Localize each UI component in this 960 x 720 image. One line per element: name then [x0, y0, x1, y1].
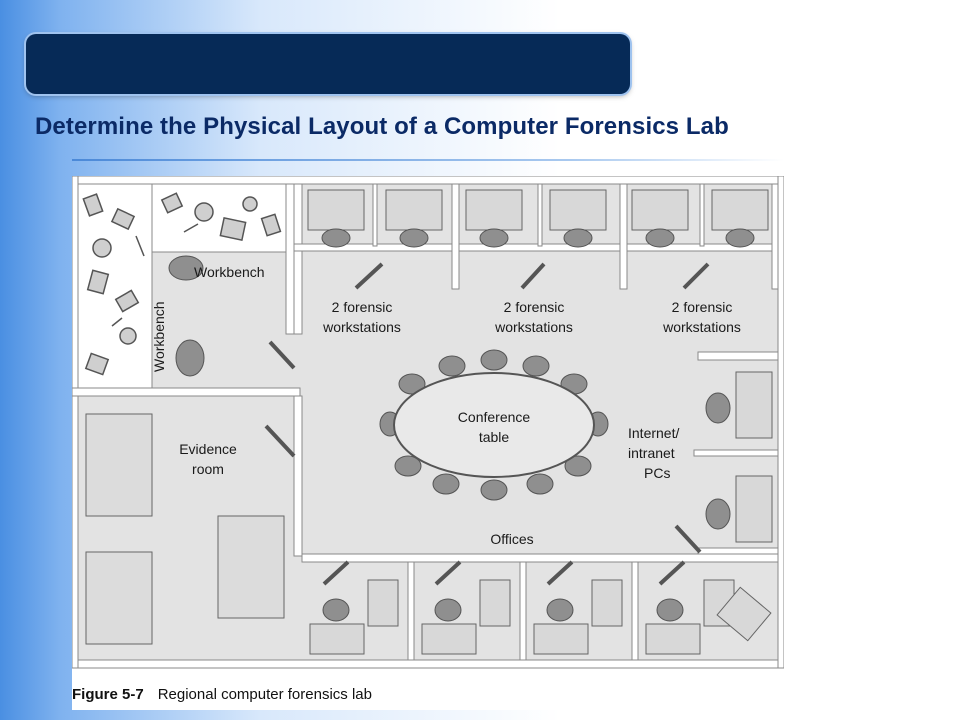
internet-pcs-label: intranet: [628, 445, 675, 461]
internet-pc-desk: [735, 475, 773, 543]
evidence-room: Evidence room: [85, 395, 303, 645]
forensic-workstations-3-label: workstations: [662, 319, 741, 335]
outer-walls: [72, 176, 784, 669]
forensic-workstations-1-label: 2 forensic: [332, 299, 393, 315]
conference-table-label: table: [479, 429, 510, 445]
floor-plan-diagram: Workbench Workbench: [72, 176, 784, 669]
figure-caption: Figure 5-7 Regional computer forensics la…: [72, 686, 372, 703]
workbench-chair: [168, 255, 204, 281]
evidence-cabinet: [217, 515, 285, 619]
slide-heading: Determine the Physical Layout of a Compu…: [35, 113, 729, 140]
title-bar: [26, 34, 630, 94]
forensic-workstations-2-label: 2 forensic: [504, 299, 565, 315]
internet-pcs-area: Internet/ intranet PCs: [628, 351, 779, 557]
internet-pc-desk: [735, 371, 773, 439]
offices-area: Offices: [301, 531, 779, 661]
workbench-top-label: Workbench: [194, 264, 265, 280]
forensic-workstations-3-label: 2 forensic: [672, 299, 733, 315]
internet-pcs-label: Internet/: [628, 425, 679, 441]
evidence-room-door: [264, 424, 296, 458]
forensic-workstations-1-label: workstations: [322, 319, 401, 335]
figure-caption-number: Figure 5-7: [72, 686, 144, 703]
lab-floor-plan-figure: Workbench Workbench: [72, 176, 784, 710]
heading-divider: [72, 159, 784, 161]
internet-pcs-label: PCs: [644, 465, 670, 481]
workbench-side-label: Workbench: [151, 301, 167, 372]
office-desks: [309, 579, 735, 655]
conference-table: [393, 372, 595, 478]
workbench-room: Workbench Workbench: [72, 183, 301, 397]
evidence-room-label: Evidence: [179, 441, 237, 457]
conference-table-label: Conference: [458, 409, 531, 425]
evidence-cabinet: [85, 413, 153, 517]
offices-label: Offices: [490, 531, 533, 547]
forensic-cubicles: 2 forensic workstations 2 forensic works…: [293, 183, 779, 335]
workbench-door: [268, 340, 296, 370]
forensic-workstations-2-label: workstations: [494, 319, 573, 335]
conference-area: Conference table: [379, 349, 609, 501]
conference-chairs: [379, 349, 609, 501]
workbench-equipment: [82, 192, 282, 376]
evidence-cabinet: [85, 551, 153, 645]
evidence-room-label: room: [192, 461, 224, 477]
figure-caption-text: Regional computer forensics lab: [157, 686, 372, 703]
workbench-chair: [175, 339, 205, 377]
